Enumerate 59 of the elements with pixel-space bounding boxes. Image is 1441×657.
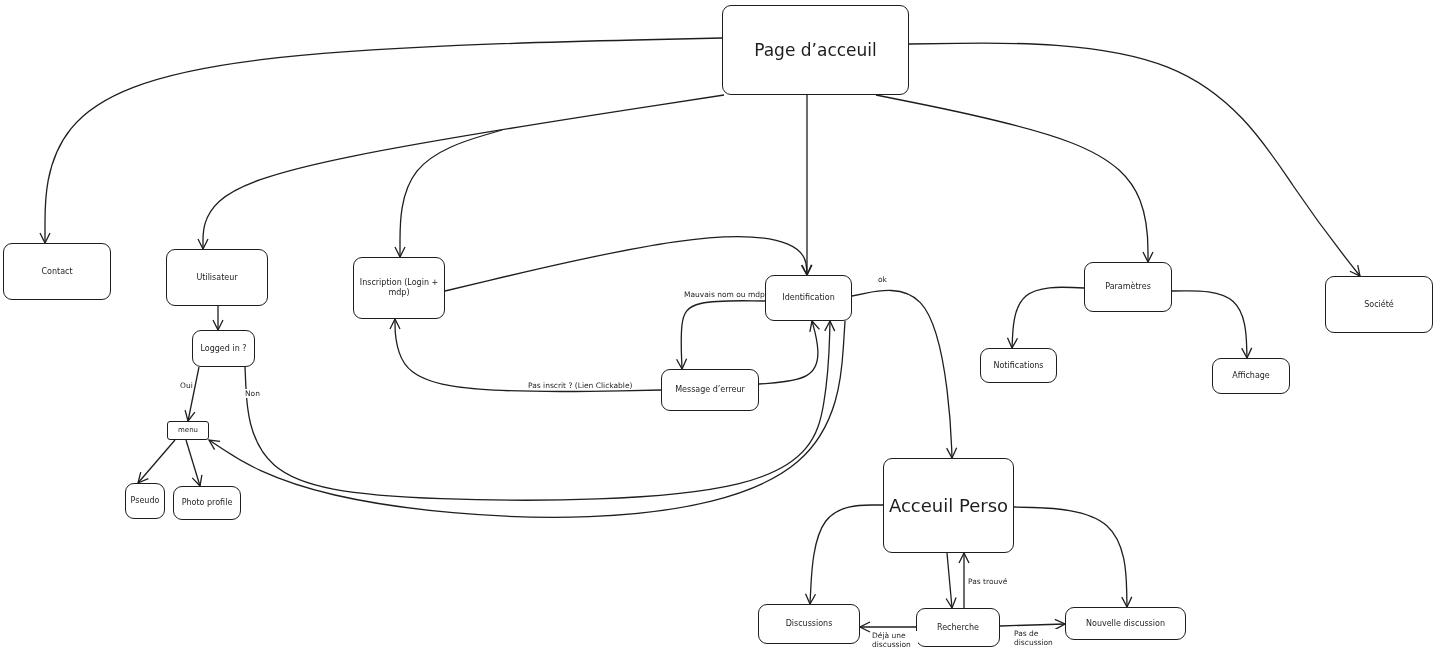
arrow bbox=[1171, 290, 1253, 359]
arrow bbox=[851, 289, 958, 459]
arrow bbox=[675, 300, 766, 370]
process-box bbox=[173, 486, 241, 520]
node-label: Page d’acceuil bbox=[753, 39, 878, 61]
process-box bbox=[166, 249, 268, 306]
node-label: Photo profile bbox=[180, 498, 234, 508]
process-box bbox=[1212, 358, 1290, 394]
arrow bbox=[908, 42, 1361, 277]
process-box bbox=[765, 275, 852, 321]
process-box bbox=[1084, 262, 1172, 312]
node-label: Recherche bbox=[936, 622, 980, 633]
arrow bbox=[244, 320, 836, 501]
arrow bbox=[875, 94, 1154, 263]
process-box bbox=[883, 458, 1014, 553]
arrow bbox=[185, 439, 203, 487]
arrow bbox=[212, 305, 224, 331]
node-label: Paramètres bbox=[1104, 282, 1152, 292]
node-label: Utilisateur bbox=[195, 272, 239, 283]
arrow bbox=[197, 94, 725, 250]
arrow bbox=[1013, 506, 1133, 608]
process-box bbox=[167, 421, 209, 440]
process-box bbox=[758, 604, 860, 644]
process-box bbox=[1325, 276, 1433, 333]
arrow bbox=[758, 320, 821, 385]
node-label: Nouvelle discussion bbox=[1085, 618, 1166, 629]
node-label: Affichage bbox=[1231, 371, 1271, 381]
node-label: Société bbox=[1363, 299, 1395, 310]
arrow bbox=[137, 439, 176, 484]
process-box bbox=[722, 5, 909, 95]
node-label: Notifications bbox=[992, 360, 1045, 371]
node-label: Message d’erreur bbox=[674, 385, 746, 395]
arrow bbox=[859, 621, 917, 633]
arrow bbox=[39, 37, 723, 244]
process-box bbox=[3, 243, 111, 300]
node-label: Discussions bbox=[784, 619, 834, 629]
arrow bbox=[208, 320, 846, 518]
arrow bbox=[958, 552, 970, 609]
arrow bbox=[444, 236, 813, 292]
arrow bbox=[389, 318, 662, 393]
arrow bbox=[945, 552, 957, 609]
node-label: Pseudo bbox=[129, 496, 161, 506]
process-box bbox=[353, 257, 445, 319]
process-box bbox=[192, 330, 255, 367]
process-box bbox=[916, 608, 1000, 647]
process-box bbox=[661, 369, 759, 411]
node-label: Acceuil Perso bbox=[887, 494, 1010, 517]
arrow bbox=[999, 618, 1066, 630]
arrow bbox=[1006, 286, 1085, 349]
node-label: Contact bbox=[40, 266, 74, 277]
node-label: Inscription (Login + mdp) bbox=[358, 278, 440, 298]
node-label: Identification bbox=[781, 293, 836, 303]
process-box bbox=[980, 348, 1057, 383]
arrow bbox=[804, 504, 884, 605]
process-box bbox=[1065, 607, 1186, 640]
arrow bbox=[184, 366, 200, 422]
node-label: Logged in ? bbox=[199, 343, 248, 354]
process-box bbox=[125, 483, 165, 519]
arrow bbox=[394, 129, 503, 258]
